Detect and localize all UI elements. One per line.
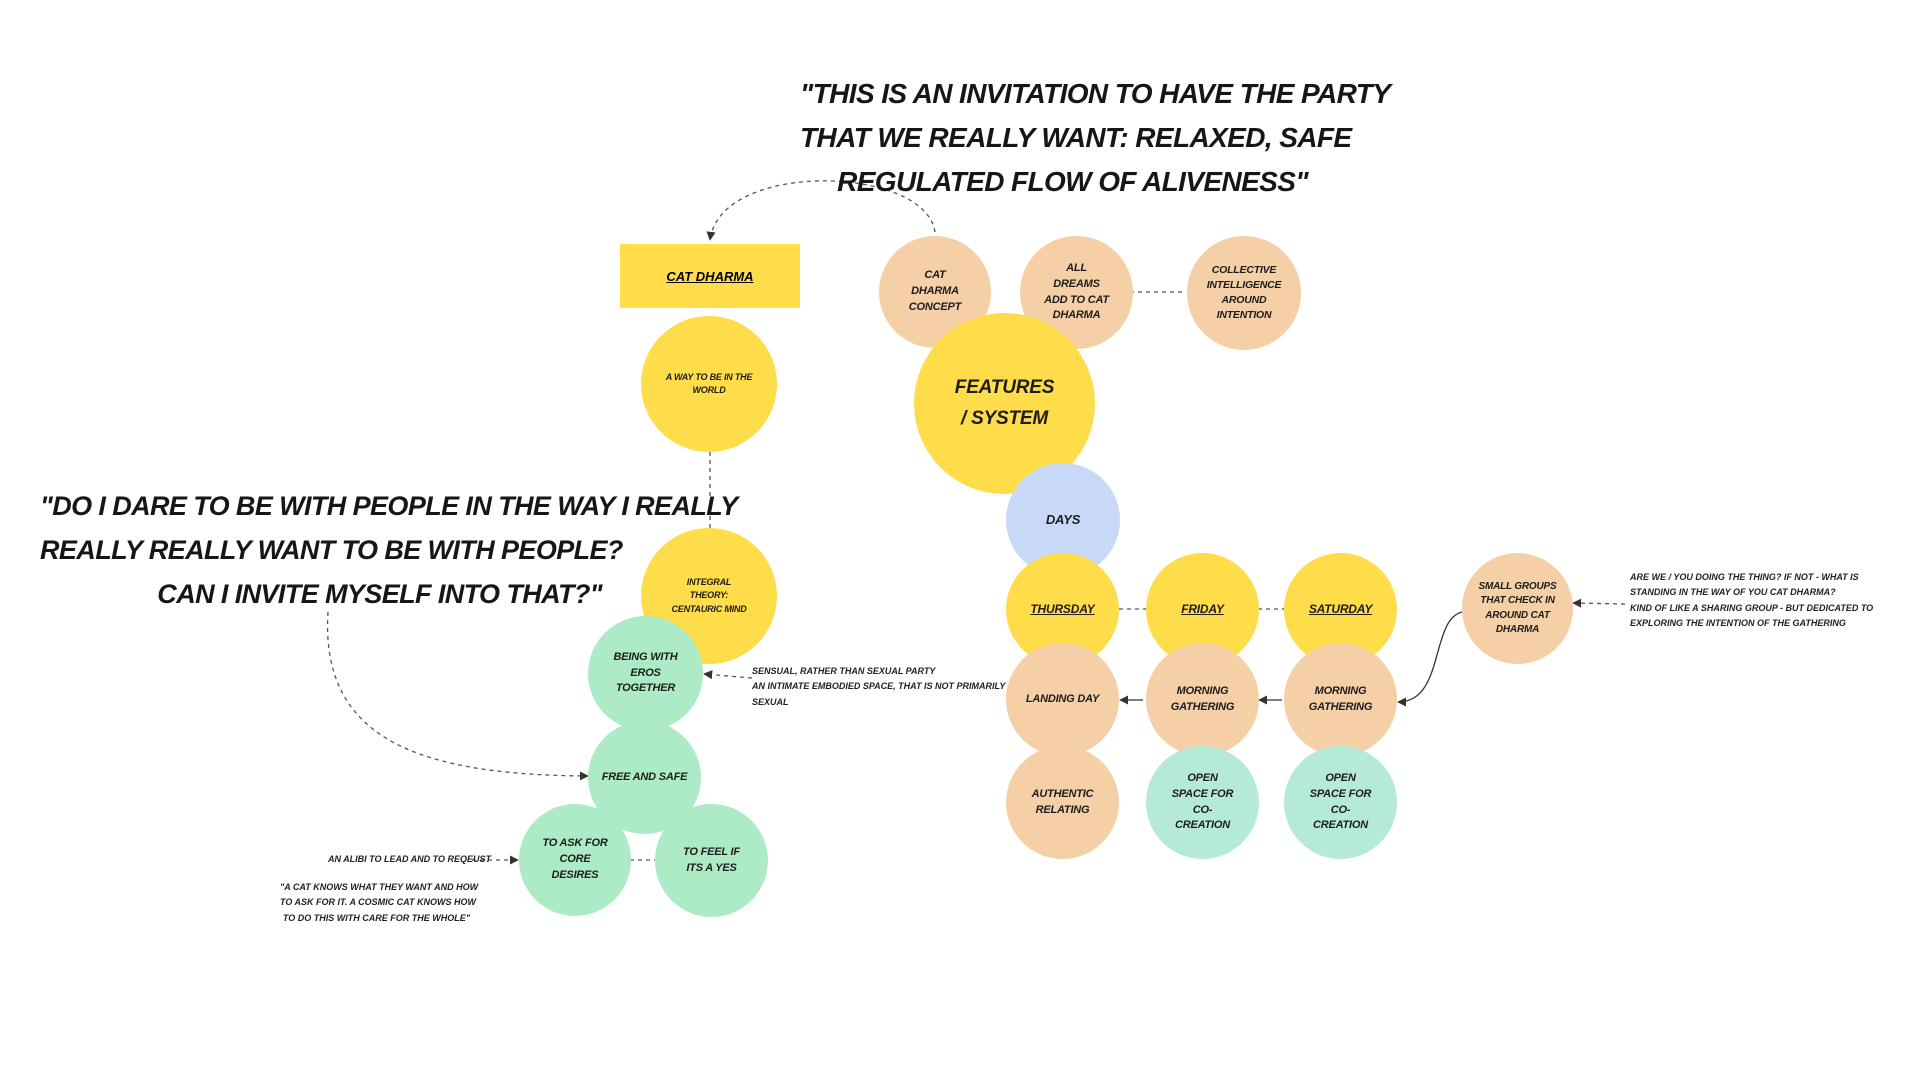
quote-party-line: THAT WE REALLY WANT: RELAXED, SAFE	[800, 122, 1352, 153]
being-with-eros-node[interactable]: BEING WITH EROS TOGETHER	[588, 616, 703, 731]
landing-day-node[interactable]: LANDING DAY	[1006, 643, 1119, 756]
eros-note-line: SEXUAL	[752, 696, 789, 707]
authentic-relating-node[interactable]: AUTHENTIC RELATING	[1006, 746, 1119, 859]
cat-dharma-title-sticky[interactable]: CAT DHARMA	[620, 244, 800, 308]
ask-core-desires-node[interactable]: TO ASK FOR CORE DESIRES	[519, 804, 631, 916]
quote-dare-line: REALLY REALLY WANT TO BE WITH PEOPLE?	[40, 535, 623, 565]
saturday-node[interactable]: SATURDAY	[1284, 553, 1397, 666]
quote-dare: "DO I DARE TO BE WITH PEOPLE IN THE WAY …	[40, 484, 738, 616]
morning-gathering-friday-node[interactable]: MORNING GATHERING	[1146, 643, 1259, 756]
open-space-saturday-node[interactable]: OPEN SPACE FOR CO-CREATION	[1284, 746, 1397, 859]
cosmic-cat-note: "A CAT KNOWS WHAT THEY WANT AND HOW TO A…	[280, 880, 479, 926]
integral-theory-node[interactable]: INTEGRAL THEORY: CENTAURIC MIND	[641, 528, 777, 664]
quote-party-line: REGULATED FLOW OF ALIVENESS"	[837, 166, 1309, 197]
alibi-note: AN ALIBI TO LEAD AND TO REQEUST	[328, 854, 492, 864]
connector-note-to-eros	[703, 670, 753, 680]
eros-note: SENSUAL, RATHER THAN SEXUAL PARTY AN INT…	[752, 664, 1005, 710]
quote-dare-line: "DO I DARE TO BE WITH PEOPLE IN THE WAY …	[40, 491, 738, 521]
doing-the-thing-note-line: KIND OF LIKE A SHARING GROUP - BUT DEDIC…	[1630, 602, 1874, 613]
eros-note-line: AN INTIMATE EMBODIED SPACE, THAT IS NOT …	[752, 681, 1006, 692]
collective-intelligence-node[interactable]: COLLECTIVE INTELLIGENCE AROUND INTENTION	[1187, 236, 1301, 350]
small-groups-node[interactable]: SMALL GROUPS THAT CHECK IN AROUND CAT DH…	[1462, 553, 1573, 664]
quote-party: "THIS IS AN INVITATION TO HAVE THE PARTY…	[800, 72, 1391, 204]
cosmic-cat-note-line: "A CAT KNOWS WHAT THEY WANT AND HOW	[280, 882, 479, 892]
way-to-be-node[interactable]: A WAY TO BE IN THE WORLD	[641, 316, 777, 452]
cosmic-cat-note-line: TO ASK FOR IT. A COSMIC CAT KNOWS HOW	[280, 897, 476, 908]
connector-quote-to-free	[326, 611, 589, 781]
doing-the-thing-note-line: EXPLORING THE INTENTION OF THE GATHERING	[1630, 617, 1846, 628]
doing-the-thing-note: ARE WE / YOU DOING THE THING? IF NOT - W…	[1630, 570, 1873, 631]
connector-note-to-groups	[1572, 598, 1626, 608]
eros-note-line: SENSUAL, RATHER THAN SEXUAL PARTY	[752, 666, 936, 676]
doing-the-thing-note-line: ARE WE / YOU DOING THE THING? IF NOT - W…	[1630, 572, 1859, 582]
open-space-friday-node[interactable]: OPEN SPACE FOR CO-CREATION	[1146, 746, 1259, 859]
feel-yes-node[interactable]: TO FEEL IF ITS A YES	[655, 804, 768, 917]
connector-concept-to-title	[706, 180, 936, 241]
quote-dare-line: CAN I INVITE MYSELF INTO THAT?"	[157, 579, 602, 609]
morning-gathering-saturday-node[interactable]: MORNING GATHERING	[1284, 643, 1397, 756]
doing-the-thing-note-line: STANDING IN THE WAY OF YOU CAT DHARMA?	[1630, 587, 1836, 598]
quote-party-line: "THIS IS AN INVITATION TO HAVE THE PARTY	[800, 78, 1391, 109]
cosmic-cat-note-line: TO DO THIS WITH CARE FOR THE WHOLE"	[282, 912, 470, 923]
connector-groups-to-morning	[1397, 611, 1463, 707]
